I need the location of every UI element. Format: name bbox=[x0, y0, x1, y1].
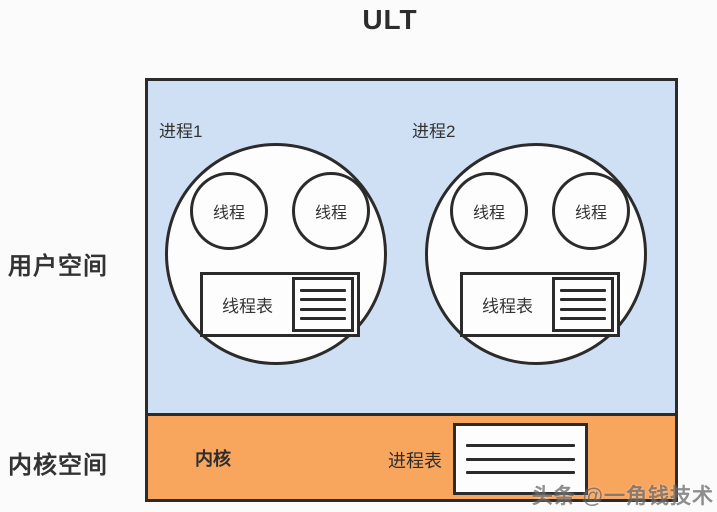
table-row-line bbox=[466, 457, 575, 461]
thread-table: 线程表 bbox=[460, 272, 620, 337]
table-row-line bbox=[300, 307, 346, 311]
process-table-rows bbox=[453, 423, 588, 495]
table-row-line bbox=[300, 317, 346, 321]
table-row-line bbox=[560, 298, 606, 302]
user-space-label: 用户空间 bbox=[8, 253, 108, 280]
table-row-line bbox=[560, 317, 606, 321]
process-2-circle: 线程 线程 线程表 bbox=[425, 143, 647, 365]
thread-table-label: 线程表 bbox=[482, 297, 533, 316]
thread-label: 线程 bbox=[472, 205, 505, 222]
table-row-line bbox=[300, 298, 346, 302]
thread-circle: 线程 bbox=[292, 172, 370, 250]
process-2-label: 进程2 bbox=[412, 122, 456, 141]
thread-circle: 线程 bbox=[190, 172, 268, 250]
table-row-line bbox=[560, 288, 606, 292]
diagram-frame: 进程1 进程2 线程 线程 线程表 线程 线程 bbox=[145, 78, 678, 502]
table-row-line bbox=[466, 470, 575, 474]
thread-label: 线程 bbox=[314, 205, 347, 222]
process-1-label: 进程1 bbox=[159, 122, 203, 141]
thread-table: 线程表 bbox=[200, 272, 360, 337]
process-table-label: 进程表 bbox=[388, 451, 442, 471]
table-row-line bbox=[466, 444, 575, 448]
process-1-circle: 线程 线程 线程表 bbox=[165, 143, 387, 365]
thread-label: 线程 bbox=[212, 205, 245, 222]
table-row-line bbox=[560, 307, 606, 311]
thread-table-label: 线程表 bbox=[222, 297, 273, 316]
thread-table-rows bbox=[292, 277, 354, 332]
watermark: 头条 @一角钱技术 bbox=[531, 485, 714, 508]
thread-table-rows bbox=[552, 277, 614, 332]
thread-circle: 线程 bbox=[552, 172, 630, 250]
table-row-line bbox=[300, 288, 346, 292]
kernel-space-label: 内核空间 bbox=[8, 452, 108, 479]
kernel-label: 内核 bbox=[195, 449, 231, 469]
diagram-title: ULT bbox=[362, 4, 418, 35]
kernel-space-region: 内核 进程表 bbox=[148, 413, 675, 499]
thread-label: 线程 bbox=[574, 205, 607, 222]
user-space-region: 进程1 进程2 线程 线程 线程表 线程 线程 bbox=[148, 81, 675, 413]
thread-circle: 线程 bbox=[450, 172, 528, 250]
